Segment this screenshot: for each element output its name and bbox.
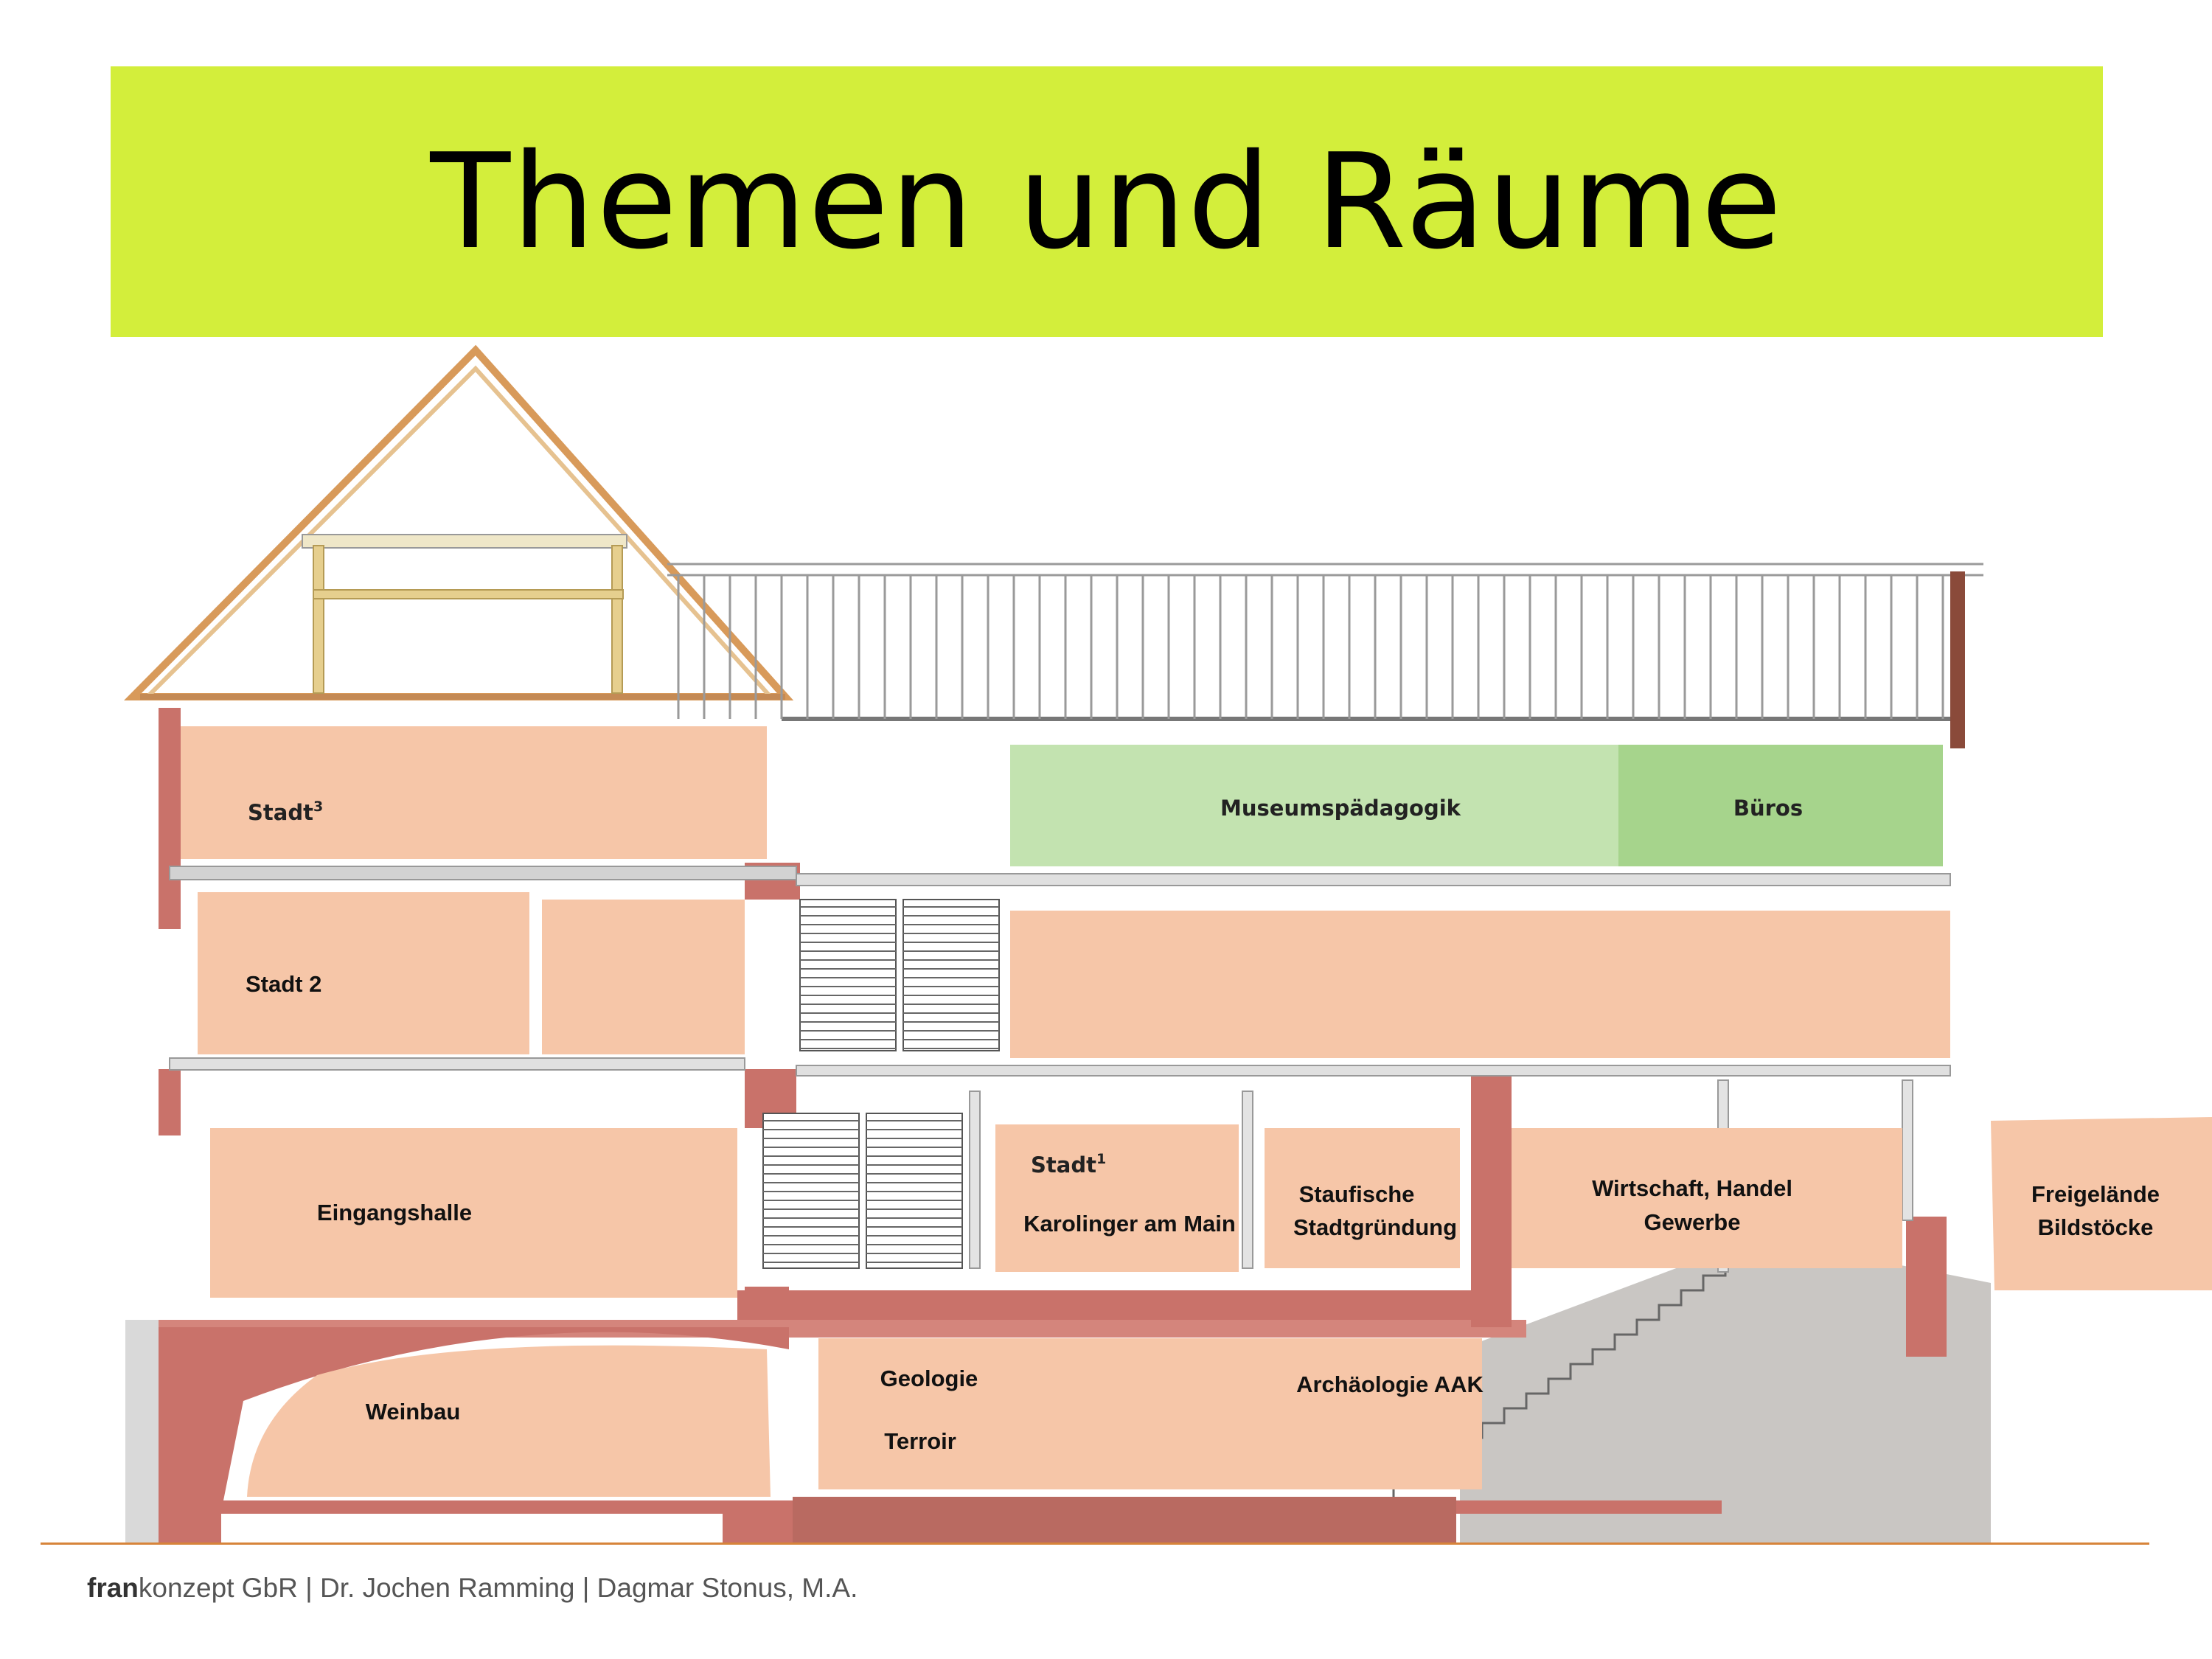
ground-terrain-right bbox=[1460, 1239, 1991, 1543]
room-stadt3 bbox=[181, 726, 767, 859]
label-staufische-1: Staufische bbox=[1299, 1181, 1415, 1207]
footer-brand-rest: konzept GbR | Dr. Jochen Ramming | Dagma… bbox=[138, 1573, 858, 1603]
footer-credits: frankonzept GbR | Dr. Jochen Ramming | D… bbox=[87, 1573, 858, 1604]
label-bueros: Büros bbox=[1733, 796, 1803, 821]
footer-rule bbox=[41, 1543, 2149, 1545]
staircase-upper bbox=[799, 899, 1000, 1051]
room-museumspaedagogik bbox=[1010, 745, 1618, 866]
right-edge-post bbox=[1950, 571, 1965, 748]
room-stadt2-left bbox=[198, 892, 529, 1054]
label-eingangshalle: Eingangshalle bbox=[317, 1200, 472, 1225]
floor-beams bbox=[169, 866, 1951, 1077]
room-staufische bbox=[1265, 1128, 1460, 1268]
label-wirtschaft-1: Wirtschaft, Handel bbox=[1592, 1175, 1792, 1201]
page-title: Themen und Räume bbox=[430, 125, 1784, 278]
label-terroir: Terroir bbox=[884, 1428, 956, 1454]
label-museumspaedagogik: Museumspädagogik bbox=[1220, 796, 1461, 821]
ground-terrain bbox=[125, 1320, 159, 1543]
label-wirtschaft-2: Gewerbe bbox=[1644, 1209, 1741, 1235]
room-eingangshalle bbox=[210, 1128, 737, 1298]
room-stadt1 bbox=[995, 1124, 1239, 1272]
footer-brand-bold: fran bbox=[87, 1573, 139, 1603]
room-wirtschaft bbox=[1512, 1128, 1902, 1268]
label-staufische-2: Stadtgründung bbox=[1293, 1214, 1457, 1240]
rooms bbox=[181, 726, 2212, 1497]
room-stadt2-right bbox=[542, 900, 745, 1054]
walls bbox=[159, 708, 1947, 1543]
room-weinbau bbox=[247, 1345, 771, 1497]
label-freigelaende-2: Bildstöcke bbox=[2038, 1214, 2154, 1240]
label-stadt3: Stadt3 bbox=[248, 799, 323, 825]
label-freigelaende-1: Freigelände bbox=[2031, 1181, 2160, 1207]
room-geologie-archaeologie bbox=[818, 1338, 1482, 1489]
label-karolinger: Karolinger am Main bbox=[1023, 1211, 1236, 1237]
roof-structure bbox=[124, 344, 794, 700]
label-weinbau: Weinbau bbox=[366, 1399, 461, 1425]
label-geologie: Geologie bbox=[880, 1366, 978, 1391]
room-freigelaende bbox=[1991, 1117, 2212, 1290]
roof-railing bbox=[667, 563, 1983, 721]
label-stadt1: Stadt1 bbox=[1031, 1151, 1106, 1178]
label-archaeologie: Archäologie AAK bbox=[1296, 1371, 1484, 1397]
room-stadt2-east bbox=[1010, 911, 1950, 1058]
title-banner: Themen und Räume bbox=[111, 66, 2103, 337]
label-stadt2: Stadt 2 bbox=[246, 971, 321, 997]
room-bueros bbox=[1618, 745, 1943, 866]
